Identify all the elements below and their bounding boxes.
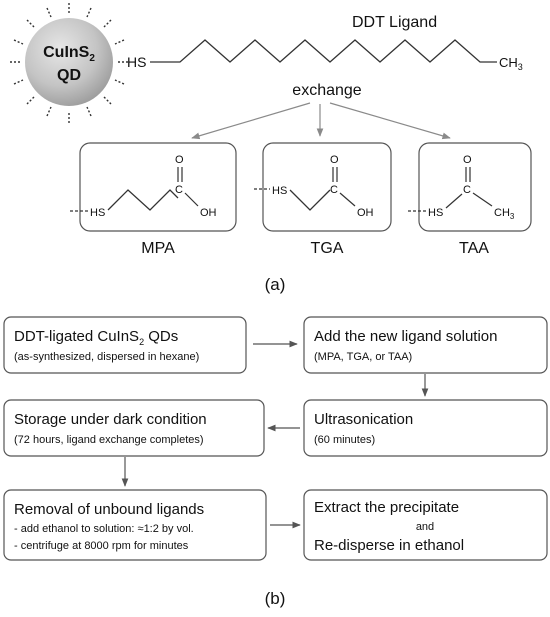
step4-title: Storage under dark condition [14, 411, 207, 428]
flow-step-2: Add the new ligand solution (MPA, TGA, o… [303, 316, 548, 374]
step6-line1: Extract the precipitate [314, 499, 459, 516]
taa-ch3-label: CH3 [494, 207, 515, 221]
mpa-name: MPA [141, 240, 175, 257]
ddt-ligand-title: DDT Ligand [352, 14, 437, 31]
mpa-chain [107, 189, 179, 211]
mpa-box [79, 142, 237, 232]
molecule-tga: HS C O OH TGA [254, 142, 392, 257]
step3-title: Ultrasonication [314, 411, 413, 428]
step5-detail-2: - centrifuge at 8000 rpm for minutes [14, 540, 189, 552]
exchange-label: exchange [292, 82, 361, 99]
qd-label-line2: QD [57, 67, 81, 84]
qd-sphere [25, 18, 113, 106]
flow-arrows [121, 340, 429, 529]
step5-title: Removal of unbound ligands [14, 501, 204, 518]
taa-hs-label: HS [428, 207, 443, 219]
tga-chain [289, 189, 331, 211]
step6-line3: Re-disperse in ethanol [314, 537, 464, 554]
molecule-taa: HS C O CH3 TAA [408, 142, 532, 257]
step4-detail: (72 hours, ligand exchange completes) [14, 434, 204, 446]
ddt-sh-label: HS [127, 54, 146, 70]
flow-step-5: Removal of unbound ligands - add ethanol… [3, 489, 267, 561]
caption-b: (b) [265, 589, 286, 608]
step2-title: Add the new ligand solution [314, 328, 497, 345]
qd-label-line1: CuInS2 [43, 44, 95, 64]
flow-step-6: Extract the precipitate and Re-disperse … [303, 489, 548, 561]
exchange-arrows [191, 102, 451, 140]
tga-o-label: O [330, 154, 339, 166]
qd-rays [10, 3, 128, 123]
step1-detail: (as-synthesized, dispersed in hexane) [14, 351, 199, 363]
tga-name: TGA [311, 240, 344, 257]
step2-detail: (MPA, TGA, or TAA) [314, 351, 412, 363]
ddt-chain [150, 39, 497, 63]
step5-detail-1: - add ethanol to solution: ≈1:2 by vol. [14, 523, 194, 535]
ddt-ch3-label: CH3 [499, 55, 523, 72]
caption-a: (a) [265, 275, 286, 294]
flow-step-4: Storage under dark condition (72 hours, … [3, 399, 265, 457]
mpa-c-label: C [175, 184, 183, 196]
taa-name: TAA [459, 240, 489, 257]
mpa-oh-label: OH [200, 207, 217, 219]
mpa-hs-label: HS [90, 207, 105, 219]
tga-c-label: C [330, 184, 338, 196]
flow-step-1: DDT-ligated CuInS2 QDs (as-synthesized, … [3, 316, 247, 374]
taa-c-label: C [463, 184, 471, 196]
step6-line2: and [416, 521, 434, 533]
step3-detail: (60 minutes) [314, 434, 375, 446]
quantum-dot: CuInS2 QD [10, 3, 128, 123]
step1-title: DDT-ligated CuInS2 QDs [14, 328, 178, 347]
tga-hs-label: HS [272, 185, 287, 197]
mpa-o-label: O [175, 154, 184, 166]
flow-step-3: Ultrasonication (60 minutes) [303, 399, 548, 457]
tga-box [262, 142, 392, 232]
taa-o-label: O [463, 154, 472, 166]
taa-box [418, 142, 532, 232]
molecule-mpa: HS C O OH MPA [70, 142, 237, 257]
tga-oh-label: OH [357, 207, 374, 219]
